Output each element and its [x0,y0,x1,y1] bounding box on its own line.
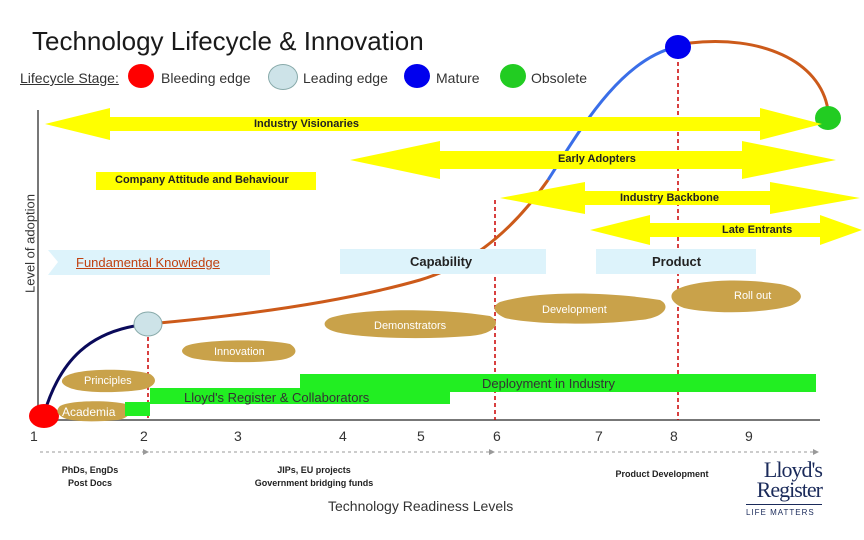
label-development: Development [542,304,607,316]
label-capability: Capability [410,254,473,269]
label-product: Product [652,254,702,269]
trl-tick-2: 2 [140,428,148,444]
label-late-entrants: Late Entrants [722,224,793,236]
blob-academia [57,401,131,422]
trl-tick-7: 7 [595,428,603,444]
bar-collaborators [150,388,300,404]
trl-group-jips-line1: JIPs, EU projects [277,465,351,475]
label-roll-out: Roll out [734,290,772,302]
trl-group-phd-line2: Post Docs [67,478,112,488]
legend-bleeding-edge-label: Bleeding edge [161,70,251,86]
trl-axis-label: Technology Readiness Levels [328,498,514,514]
label-fundamental-knowledge: Fundamental Knowledge [76,255,220,270]
label-demonstrators: Demonstrators [374,320,447,332]
trl-group-product-dev: Product Development [602,468,722,481]
legend-mature-dot [404,64,430,88]
label-industry-visionaries: Industry Visionaries [254,118,359,130]
arrow-late-entrants [590,215,862,245]
label-academia: Academia [62,405,116,419]
legend-prefix: Lifecycle Stage: [20,70,119,86]
box-product [596,249,756,274]
trl-tick-5: 5 [417,428,425,444]
label-innovation: Innovation [214,346,265,358]
trl-tick-1: 1 [30,428,38,444]
label-collaborators: Lloyd's Register & Collaborators [184,390,370,405]
label-industry-backbone: Industry Backbone [620,192,720,204]
y-axis-label: Level of adoption [22,193,38,294]
trl-tick-4: 4 [339,428,347,444]
legend-leading-edge-dot [268,64,298,90]
legend-mature-label: Mature [436,70,480,86]
trl-tick-6: 6 [493,428,501,444]
trl-group-phd: PhDs, EngDs Post Docs [40,464,140,490]
curve-segment-decline [689,40,830,111]
stage-dot-obsolete [815,106,841,130]
arrow-industry-backbone [500,182,860,214]
label-early-adopters: Early Adopters [558,153,636,165]
box-fundamental-knowledge [48,250,270,275]
trl-group-phd-line1: PhDs, EngDs [61,465,119,475]
legend-obsolete-label: Obsolete [531,70,588,86]
logo-line2: Register [756,477,823,502]
bar-deployment-in-industry [300,374,816,404]
label-deployment: Deployment in Industry [482,376,615,391]
label-principles: Principles [84,375,132,387]
trl-tick-3: 3 [234,428,242,444]
blob-innovation [182,340,296,363]
stage-dot-bleeding-edge [29,404,59,428]
blob-roll-out [671,280,801,313]
blob-development [494,293,666,324]
bar-collaborators-tail [125,402,150,416]
arrow-company-attitude [96,172,316,190]
legend-obsolete-dot [500,64,526,88]
logo-line1: Lloyd's [763,457,823,482]
label-company-attitude: Company Attitude and Behaviour [115,174,289,186]
lloyds-register-logo: Lloyd's Register LIFE MATTERS [746,457,823,517]
trl-group-jips-line2: Government bridging funds [254,478,374,488]
trl-group-product-dev-line1: Product Development [615,469,709,479]
arrow-early-adopters [350,141,836,179]
trl-tick-9: 9 [745,428,753,444]
blob-principles [61,369,155,393]
blob-demonstrators [324,310,496,339]
stage-dot-leading-edge [133,311,163,337]
arrow-industry-visionaries [45,108,822,140]
legend-leading-edge-label: Leading edge [303,70,388,86]
page-title: Technology Lifecycle & Innovation [32,26,424,56]
trl-group-jips: JIPs, EU projects Government bridging fu… [234,464,394,490]
stage-dot-mature [665,35,691,59]
curve-segment-early [42,322,149,415]
box-capability [340,249,546,274]
legend-bleeding-edge-dot [128,64,154,88]
curve-segment-growth [147,179,550,326]
trl-tick-8: 8 [670,428,678,444]
logo-tagline: LIFE MATTERS [746,504,822,517]
